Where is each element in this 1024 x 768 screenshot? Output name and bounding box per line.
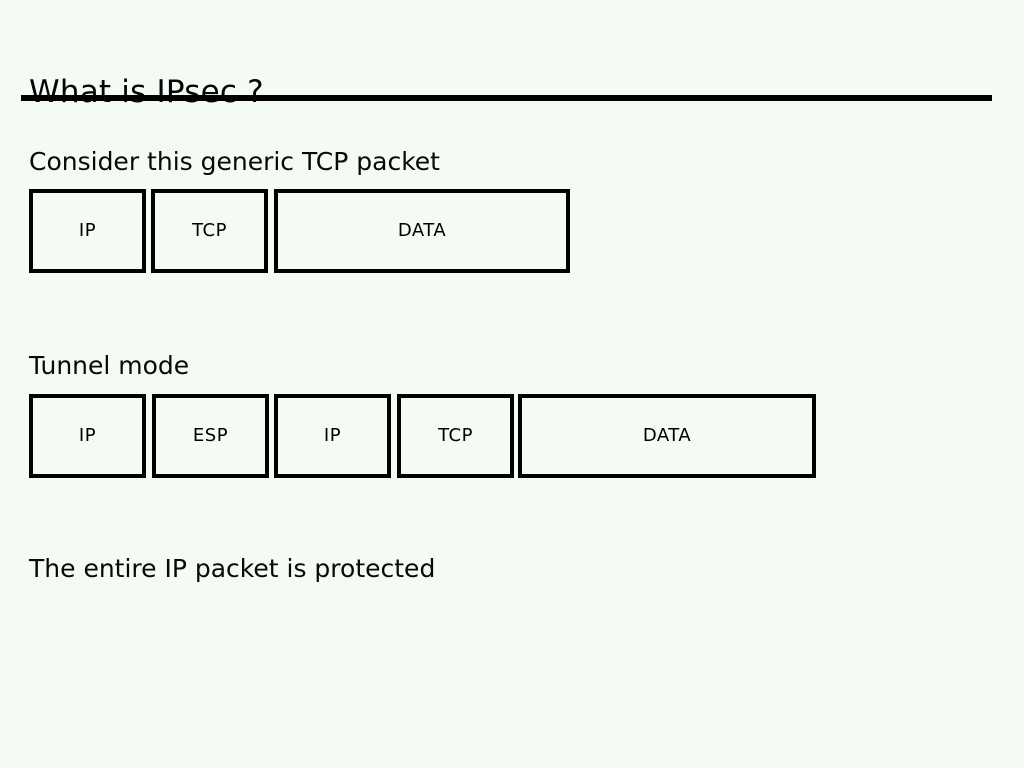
packet-field-label: IP bbox=[78, 425, 97, 446]
tunnel-mode-caption: Tunnel mode bbox=[29, 351, 190, 380]
packet-field-label: DATA bbox=[642, 425, 692, 446]
tunnel-field-tcp: TCP bbox=[397, 394, 514, 478]
packet-field-label: IP bbox=[78, 220, 97, 241]
generic-packet-caption: Consider this generic TCP packet bbox=[29, 147, 440, 176]
packet-field-label: TCP bbox=[438, 425, 473, 446]
tunnel-field-outer-ip: IP bbox=[29, 394, 146, 478]
packet-field-label: TCP bbox=[192, 220, 227, 241]
page-title: What is IPsec ? bbox=[29, 73, 264, 110]
packet-field-label: ESP bbox=[192, 425, 229, 446]
packet-field-label: DATA bbox=[397, 220, 447, 241]
packet-field-ip: IP bbox=[29, 189, 146, 273]
protection-note: The entire IP packet is protected bbox=[29, 554, 436, 583]
tunnel-field-inner-ip: IP bbox=[274, 394, 391, 478]
tunnel-field-data: DATA bbox=[518, 394, 816, 478]
packet-field-tcp: TCP bbox=[151, 189, 268, 273]
packet-field-label: IP bbox=[323, 425, 342, 446]
packet-field-data: DATA bbox=[274, 189, 570, 273]
tunnel-field-esp: ESP bbox=[152, 394, 269, 478]
title-underline-rule bbox=[21, 95, 992, 101]
